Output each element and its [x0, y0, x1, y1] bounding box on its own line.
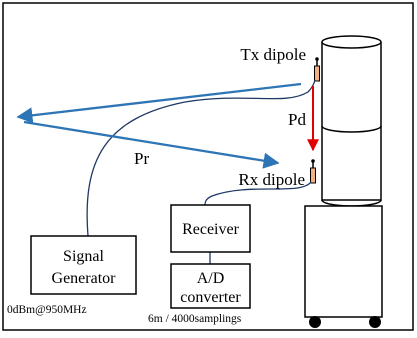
receiver-box: Receiver: [170, 204, 251, 253]
pd-label: Pd: [288, 110, 306, 129]
ad-converter-line1: A/D: [197, 270, 225, 287]
signal-generator-line1: Signal: [63, 248, 104, 265]
rx-dipole-antenna: [310, 159, 316, 184]
cart-wheel-right: [369, 316, 381, 328]
signal-generator-box: Signal Generator: [30, 235, 137, 295]
tower-cart: [304, 205, 383, 328]
direct-path-arrow: [16, 82, 302, 124]
signal-generator-line2: Generator: [52, 270, 117, 287]
receiver-label: Receiver: [182, 221, 240, 238]
cable-generator-to-tx: [86, 79, 316, 237]
rx-dipole-label: Rx dipole: [238, 170, 305, 189]
ad-converter-box: A/D converter: [170, 263, 251, 309]
antenna-tower: [321, 35, 382, 207]
generator-setting-note: 0dBm@950MHz: [7, 304, 87, 316]
cable-rx-to-receiver: [204, 181, 312, 206]
reflected-path-arrow: [23, 120, 280, 169]
ad-converter-line2: converter: [180, 289, 241, 306]
tx-dipole-label: Tx dipole: [240, 45, 306, 64]
sampling-note: 6m / 4000samplings: [148, 313, 242, 325]
pr-label: Pr: [134, 149, 149, 168]
tx-dipole-antenna: [314, 57, 320, 82]
cart-wheel-left: [309, 316, 321, 328]
